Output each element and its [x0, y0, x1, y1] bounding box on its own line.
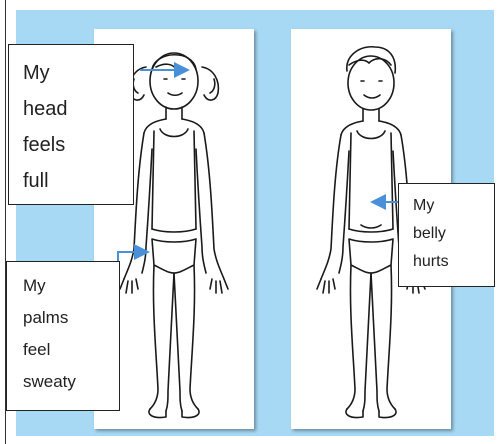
callout-line: hurts [413, 248, 494, 276]
callout-line: My [23, 55, 133, 91]
callout-line: full [23, 163, 133, 199]
callout-line: sweaty [23, 366, 119, 398]
callout-line: My [23, 270, 119, 302]
callout-line: My [413, 192, 494, 220]
palms-callout: My palms feel sweaty [6, 261, 120, 411]
callout-line: feels [23, 127, 133, 163]
belly-callout: My belly hurts [398, 183, 495, 287]
head-callout: My head feels full [8, 44, 134, 205]
callout-line: feel [23, 334, 119, 366]
callout-line: head [23, 91, 133, 127]
callout-line: belly [413, 220, 494, 248]
callout-line: palms [23, 302, 119, 334]
